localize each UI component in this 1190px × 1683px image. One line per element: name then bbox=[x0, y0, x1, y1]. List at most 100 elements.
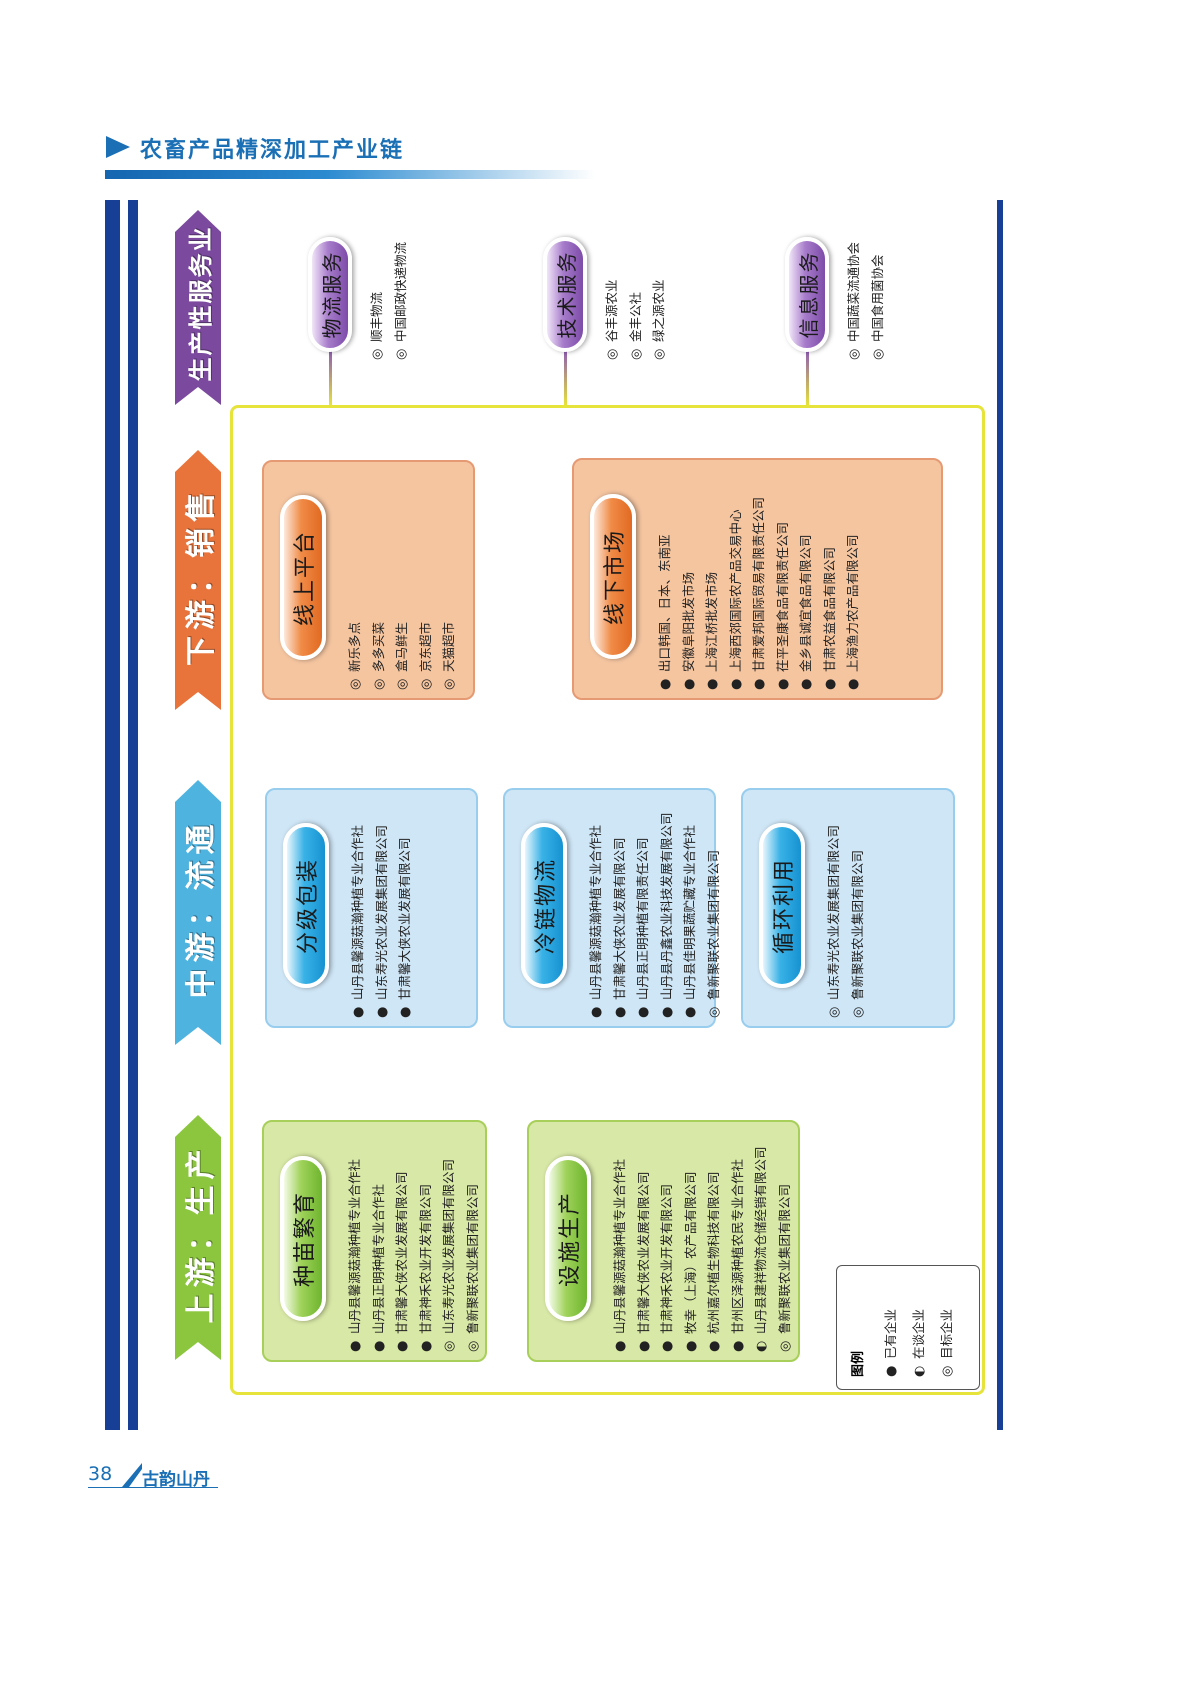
category-pill: 循环利用 bbox=[759, 823, 805, 989]
list-item: ◐ 山丹县建祥物流仓储经销有限公司 bbox=[750, 1146, 774, 1352]
ring-mark-icon: ◎ bbox=[465, 1340, 481, 1352]
right-stripe bbox=[997, 200, 1003, 1430]
list-item: ●山丹县馨源菇瀚种植专业合作社 bbox=[344, 1159, 368, 1352]
list-item-text: 山丹县建祥物流仓储经销有限公司 bbox=[753, 1146, 768, 1334]
filled-mark-icon: ● bbox=[374, 1006, 390, 1018]
category-box: 分级包装●山丹县馨源菇瀚种植专业合作社●山东寿光农业发展集团有限公司●甘肃馨大侠… bbox=[265, 788, 478, 1028]
footer-divider bbox=[88, 1487, 218, 1488]
list-item: ●已有企业 bbox=[877, 1309, 905, 1377]
list-item: ●上海西郊国际农产品交易中心 bbox=[725, 497, 749, 690]
category-box: 冷链物流●山丹县馨源菇瀚种植专业合作社●甘肃馨大侠农业发展有限公司●山丹县正明种… bbox=[503, 788, 722, 1028]
filled-mark-icon: ● bbox=[705, 678, 720, 690]
list-item: ◎ 鲁新聚联农业集团有限公司 bbox=[774, 1146, 798, 1352]
list-item: ●甘肃馨大侠农业发展有限公司 bbox=[391, 1159, 415, 1352]
category-box: 线上平台◎新乐多点◎多多买菜◎盒马鲜生◎京东超市◎天猫超市 bbox=[262, 460, 475, 700]
company-list: ◎山东寿光农业发展集团有限公司◎ 鲁新聚联农业集团有限公司 bbox=[823, 825, 870, 1018]
filled-mark-icon: ● bbox=[799, 678, 814, 690]
list-item-text: 鲁新聚联农业集团有限公司 bbox=[849, 849, 865, 1000]
list-item: ●山丹县丹鑫农业科技发展有限公司 bbox=[656, 812, 680, 1018]
half-mark-icon: ◐ bbox=[754, 1340, 769, 1352]
tier-midstream: 中游：流通 bbox=[175, 780, 221, 1045]
list-item: ◎ 鲁新聚联农业集团有限公司 bbox=[462, 1159, 486, 1352]
list-item-text: 甘肃爱邦国际贸易有限责任公司 bbox=[751, 496, 766, 672]
service-list: ◎谷丰源农业◎金丰公社◎绿之源农业 bbox=[601, 279, 672, 360]
list-item-text: 上海西郊国际农产品交易中心 bbox=[727, 509, 743, 672]
list-item: ◎金丰公社 bbox=[625, 279, 649, 360]
list-item-text: 甘肃馨大侠农业发展有限公司 bbox=[397, 837, 412, 1000]
page-number: 38 bbox=[88, 1463, 113, 1485]
service-connector bbox=[564, 350, 567, 405]
filled-mark-icon: ● bbox=[775, 678, 791, 690]
list-item-text: 出口韩国、日本、东南亚 bbox=[657, 534, 672, 672]
list-item-text: 天猫超市 bbox=[441, 621, 456, 672]
list-item: ◐在谈企业 bbox=[905, 1309, 933, 1377]
list-item-text: 京东超市 bbox=[417, 621, 433, 672]
list-item: ◎目标企业 bbox=[933, 1309, 961, 1377]
list-item-text: 山丹县馨源菇瀚种植专业合作社 bbox=[350, 824, 365, 1000]
list-item-text: 鲁新聚联农业集团有限公司 bbox=[705, 849, 721, 1000]
list-item-text: 甘肃馨大侠农业发展有限公司 bbox=[611, 837, 627, 1000]
ring-mark-icon: ◎ bbox=[777, 1340, 793, 1352]
list-item-text: 在谈企业 bbox=[911, 1308, 926, 1359]
ring-mark-icon: ◎ bbox=[442, 678, 457, 690]
list-item: ●甘肃农益食品有限公司 bbox=[819, 497, 843, 690]
list-item-text: 茌平圣康食品有限责任公司 bbox=[774, 521, 790, 672]
category-pill: 设施生产 bbox=[545, 1156, 591, 1322]
list-item-text: 中国食用菌协会 bbox=[869, 254, 885, 342]
company-list: ●山丹县馨源菇瀚种植专业合作社●甘肃馨大侠农业发展有限公司●甘肃神禾农业开发有限… bbox=[609, 1146, 797, 1352]
list-item-text: 上海渔力农产品有限公司 bbox=[845, 534, 860, 672]
filled-mark-icon: ● bbox=[683, 1340, 699, 1352]
list-item-text: 山丹县佳明果蔬贮藏专业合作社 bbox=[682, 824, 697, 1000]
logo-text: 古韵山丹 bbox=[142, 1470, 210, 1490]
list-item-text: 甘肃馨大侠农业发展有限公司 bbox=[635, 1171, 651, 1334]
filled-mark-icon: ● bbox=[659, 1006, 675, 1018]
ring-mark-icon: ◎ bbox=[348, 678, 363, 690]
company-list: ●出口韩国、日本、东南亚●安徽阜阳批发市场●上海江桥批发市场●上海西郊国际农产品… bbox=[654, 497, 866, 690]
ring-mark-icon: ◎ bbox=[850, 1006, 866, 1018]
list-item: ●山丹县正明种植专业合作社 bbox=[368, 1159, 392, 1352]
list-item: ●山丹县馨源菇瀚种植专业合作社 bbox=[347, 825, 371, 1018]
ring-mark-icon: ◎ bbox=[418, 678, 434, 690]
filled-mark-icon: ● bbox=[660, 1340, 675, 1352]
list-item-text: 安徽阜阳批发市场 bbox=[680, 571, 696, 672]
ring-mark-icon: ◎ bbox=[827, 1006, 842, 1018]
category-box: 线下市场●出口韩国、日本、东南亚●安徽阜阳批发市场●上海江桥批发市场●上海西郊国… bbox=[572, 458, 943, 700]
list-item-text: 鲁新聚联农业集团有限公司 bbox=[464, 1183, 480, 1334]
left-stripe-inner bbox=[128, 200, 138, 1430]
page-title: 农畜产品精深加工产业链 bbox=[140, 138, 405, 163]
list-item: ●甘州区泽源种植农民专业合作社 bbox=[727, 1146, 751, 1352]
filled-mark-icon: ● bbox=[418, 1340, 434, 1352]
filled-mark-icon: ● bbox=[613, 1340, 628, 1352]
list-item-text: 鲁新聚联农业集团有限公司 bbox=[776, 1183, 792, 1334]
legend: 图例 ●已有企业◐在谈企业◎目标企业 bbox=[836, 1265, 980, 1390]
filled-mark-icon: ● bbox=[658, 678, 673, 690]
filled-mark-icon: ● bbox=[730, 1340, 746, 1352]
left-stripe-outer bbox=[105, 200, 120, 1430]
list-item-text: 甘肃神禾农业开发有限公司 bbox=[659, 1183, 674, 1334]
filled-mark-icon: ● bbox=[681, 678, 697, 690]
filled-mark-icon: ● bbox=[395, 1340, 410, 1352]
list-item-text: 中国蔬菜流通协会 bbox=[846, 241, 861, 342]
filled-mark-icon: ● bbox=[707, 1340, 722, 1352]
legend-title: 图例 bbox=[851, 1350, 866, 1377]
list-item-text: 山东寿光农业发展集团有限公司 bbox=[373, 824, 389, 1000]
service-list: ◎中国蔬菜流通协会◎中国食用菌协会 bbox=[843, 242, 890, 360]
list-item: ◎山东寿光农业发展集团有限公司 bbox=[438, 1159, 462, 1352]
list-item: ●山丹县正明种植有限责任公司 bbox=[632, 812, 656, 1018]
list-item: ●甘肃馨大侠农业发展有限公司 bbox=[633, 1146, 657, 1352]
list-item: ◎山东寿光农业发展集团有限公司 bbox=[823, 825, 847, 1018]
list-item: ●甘肃馨大侠农业发展有限公司 bbox=[609, 812, 633, 1018]
filled-mark-icon: ● bbox=[683, 1006, 698, 1018]
list-item: ●上海江桥批发市场 bbox=[701, 497, 725, 690]
filled-mark-icon: ● bbox=[884, 1365, 899, 1377]
company-list: ●山丹县馨源菇瀚种植专业合作社● 山东寿光农业发展集团有限公司 ●甘肃馨大侠农业发展… bbox=[347, 825, 418, 1018]
list-item-text: 盒马鲜生 bbox=[394, 621, 409, 672]
list-item: ●牧幸（上海）农产品有限公司 bbox=[680, 1146, 704, 1352]
service-list: ◎顺丰物流◎中国邮政快递物流 bbox=[366, 242, 413, 360]
list-item-text: 金乡县诚宜食品有限公司 bbox=[798, 534, 813, 672]
ring-mark-icon: ◎ bbox=[371, 678, 387, 690]
publication-logo: 古韵山丹 bbox=[122, 1463, 220, 1490]
list-item: ◎绿之源农业 bbox=[648, 279, 672, 360]
category-pill: 线上平台 bbox=[280, 495, 326, 661]
list-item: ●甘肃馨大侠农业发展有限公司 bbox=[394, 825, 418, 1018]
